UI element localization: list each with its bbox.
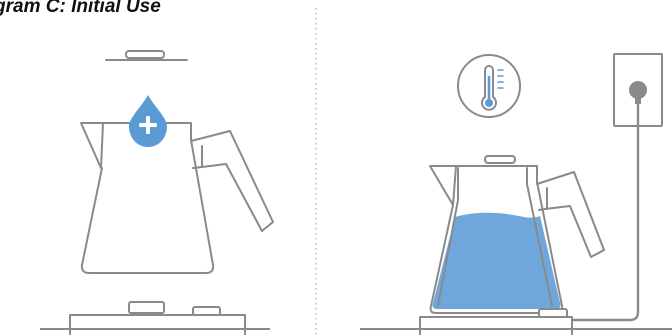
water-drop-plus-icon bbox=[129, 95, 167, 147]
thermometer-icon bbox=[458, 55, 520, 117]
kettle-filled-icon bbox=[430, 156, 604, 313]
water-fill bbox=[433, 213, 561, 309]
kettle-empty-icon bbox=[81, 123, 273, 273]
kettle-lid-icon bbox=[106, 51, 187, 60]
base-left-icon bbox=[40, 302, 270, 335]
